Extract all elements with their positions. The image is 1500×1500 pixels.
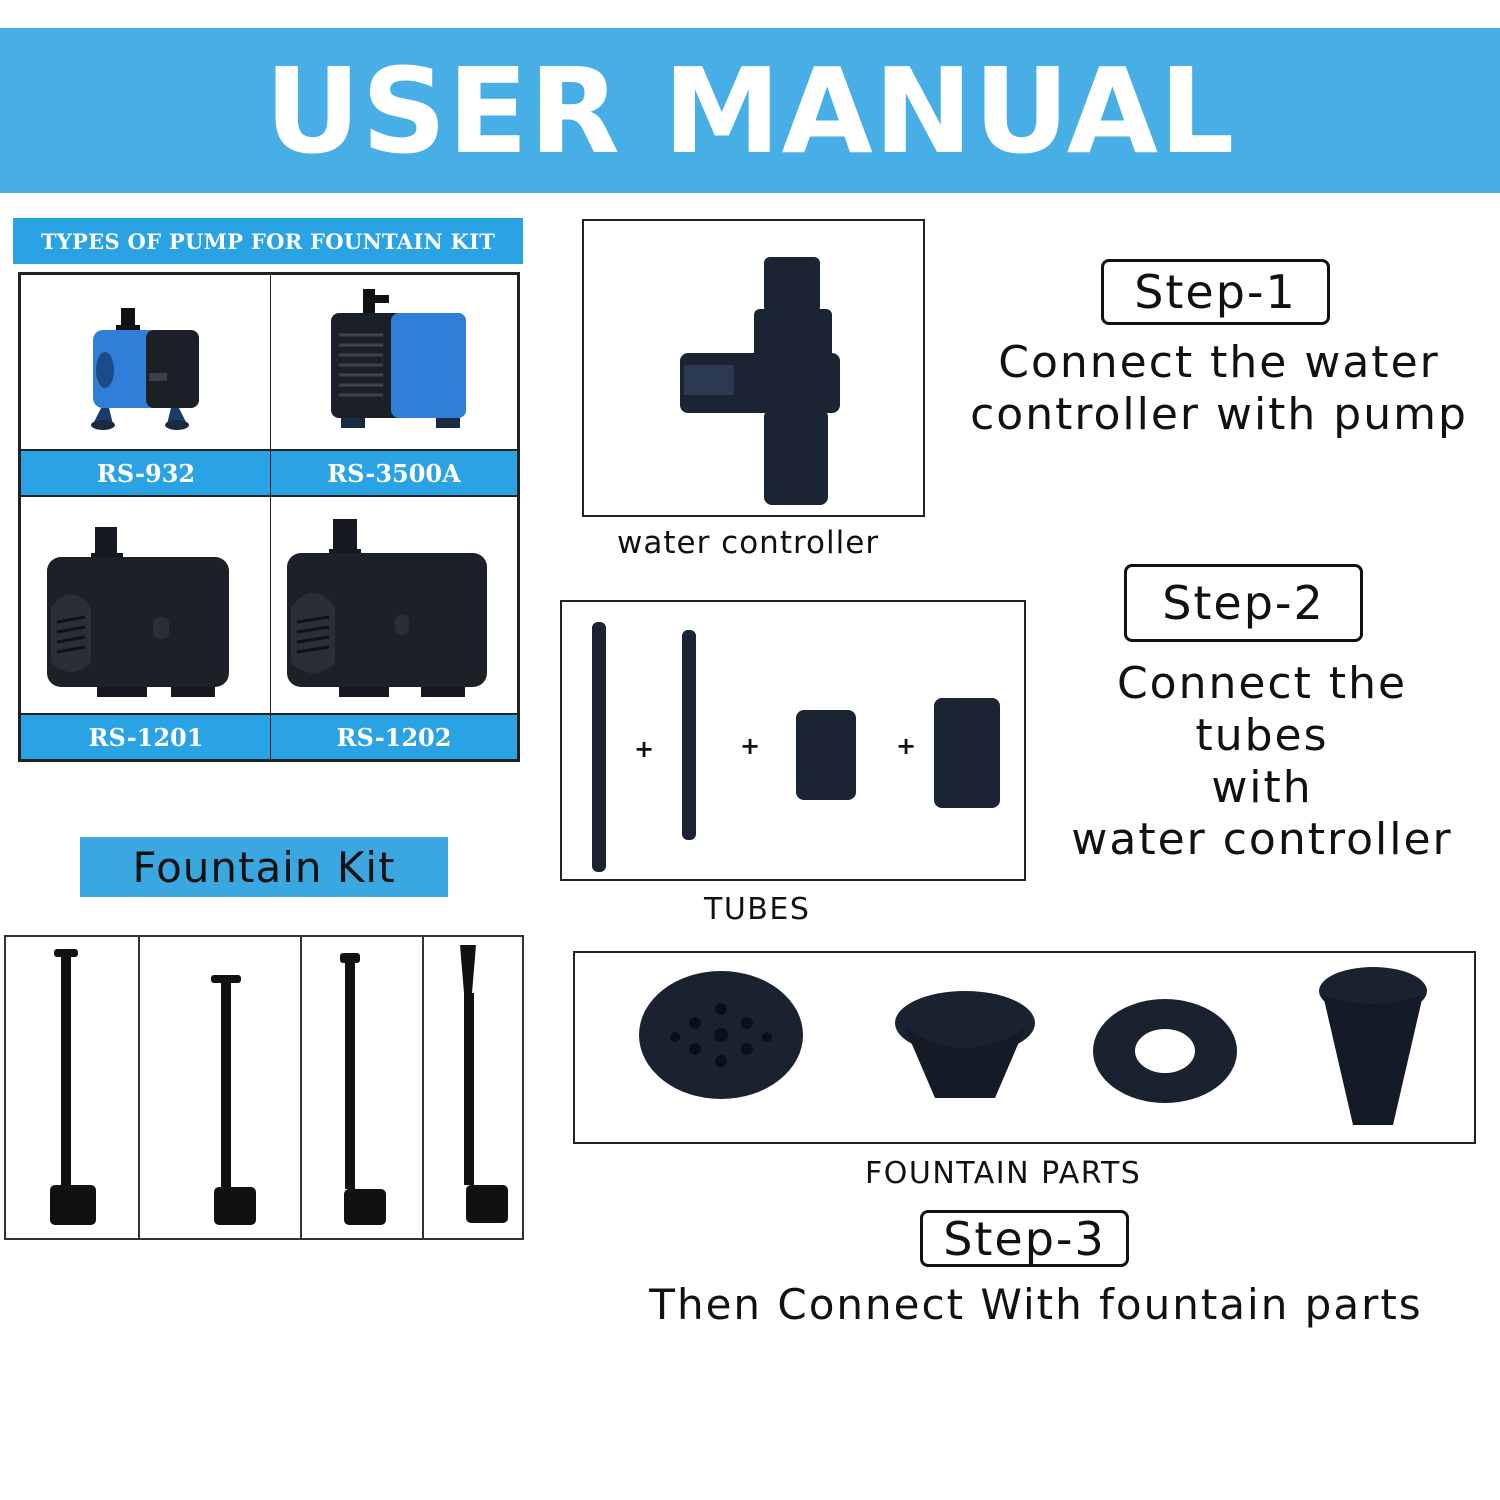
pump-model-label: RS-1201: [21, 713, 271, 759]
pump-image-rs932: [91, 308, 199, 430]
plus-sign: +: [896, 732, 916, 760]
step-1-instructions: Connect the water controller with pump: [940, 337, 1498, 441]
water-controller-icon: [680, 257, 840, 505]
tubes-icon: + + +: [592, 622, 1000, 872]
plus-icon: + + +: [634, 732, 916, 763]
pump-cell-rs3500a: RS-3500A: [270, 274, 518, 496]
step-2-line: water controller: [1071, 813, 1453, 865]
pump-cell-rs932: RS-932: [20, 274, 272, 496]
divider: [300, 937, 302, 1238]
pump-model-label: RS-3500A: [271, 449, 517, 495]
fountain-parts-icon: [639, 967, 1427, 1125]
step-1-line: controller with pump: [970, 388, 1468, 440]
water-controller-caption: water controller: [617, 525, 880, 561]
tubes-image: + + +: [560, 600, 1026, 881]
plus-sign: +: [634, 735, 654, 763]
plus-sign: +: [740, 732, 760, 760]
fountain-kit-label: Fountain Kit: [80, 837, 448, 897]
fountain-kit-assemblies: [50, 945, 508, 1225]
pump-image-rs3500a: [331, 289, 466, 428]
step-2-instructions: Connect the tubes with water controller: [1060, 658, 1464, 866]
step-2-line: with: [1211, 761, 1313, 813]
step-2-badge: Step-2: [1124, 564, 1363, 642]
title-banner: USER MANUAL: [0, 28, 1500, 193]
divider: [138, 937, 140, 1238]
step-3-instructions: Then Connect With fountain parts: [649, 1280, 1423, 1329]
water-controller-image: [582, 219, 925, 517]
pump-types-grid: RS-932 RS-3500A: [18, 272, 520, 762]
step-3-badge: Step-3: [920, 1210, 1129, 1267]
fountain-kit-images: [4, 935, 524, 1240]
step-1-line: Connect the water: [998, 337, 1440, 388]
pump-types-header: TYPES OF PUMP FOR FOUNTAIN KIT: [13, 218, 523, 264]
pump-model-label: RS-1202: [271, 713, 517, 759]
step-1-badge: Step-1: [1101, 259, 1330, 325]
step-2-line: Connect the: [1116, 658, 1408, 709]
pump-image-rs1202: [287, 519, 487, 697]
pump-image-rs1201: [47, 527, 229, 697]
fountain-parts-caption: FOUNTAIN PARTS: [865, 1156, 1142, 1191]
step-2-line: tubes: [1195, 709, 1329, 761]
pump-model-label: RS-932: [21, 449, 271, 495]
divider: [422, 937, 424, 1238]
pump-cell-rs1201: RS-1201: [20, 496, 272, 760]
fountain-parts-image: [573, 951, 1476, 1144]
pump-cell-rs1202: RS-1202: [270, 496, 518, 760]
page-title: USER MANUAL: [264, 41, 1236, 180]
tubes-caption: TUBES: [704, 892, 811, 927]
